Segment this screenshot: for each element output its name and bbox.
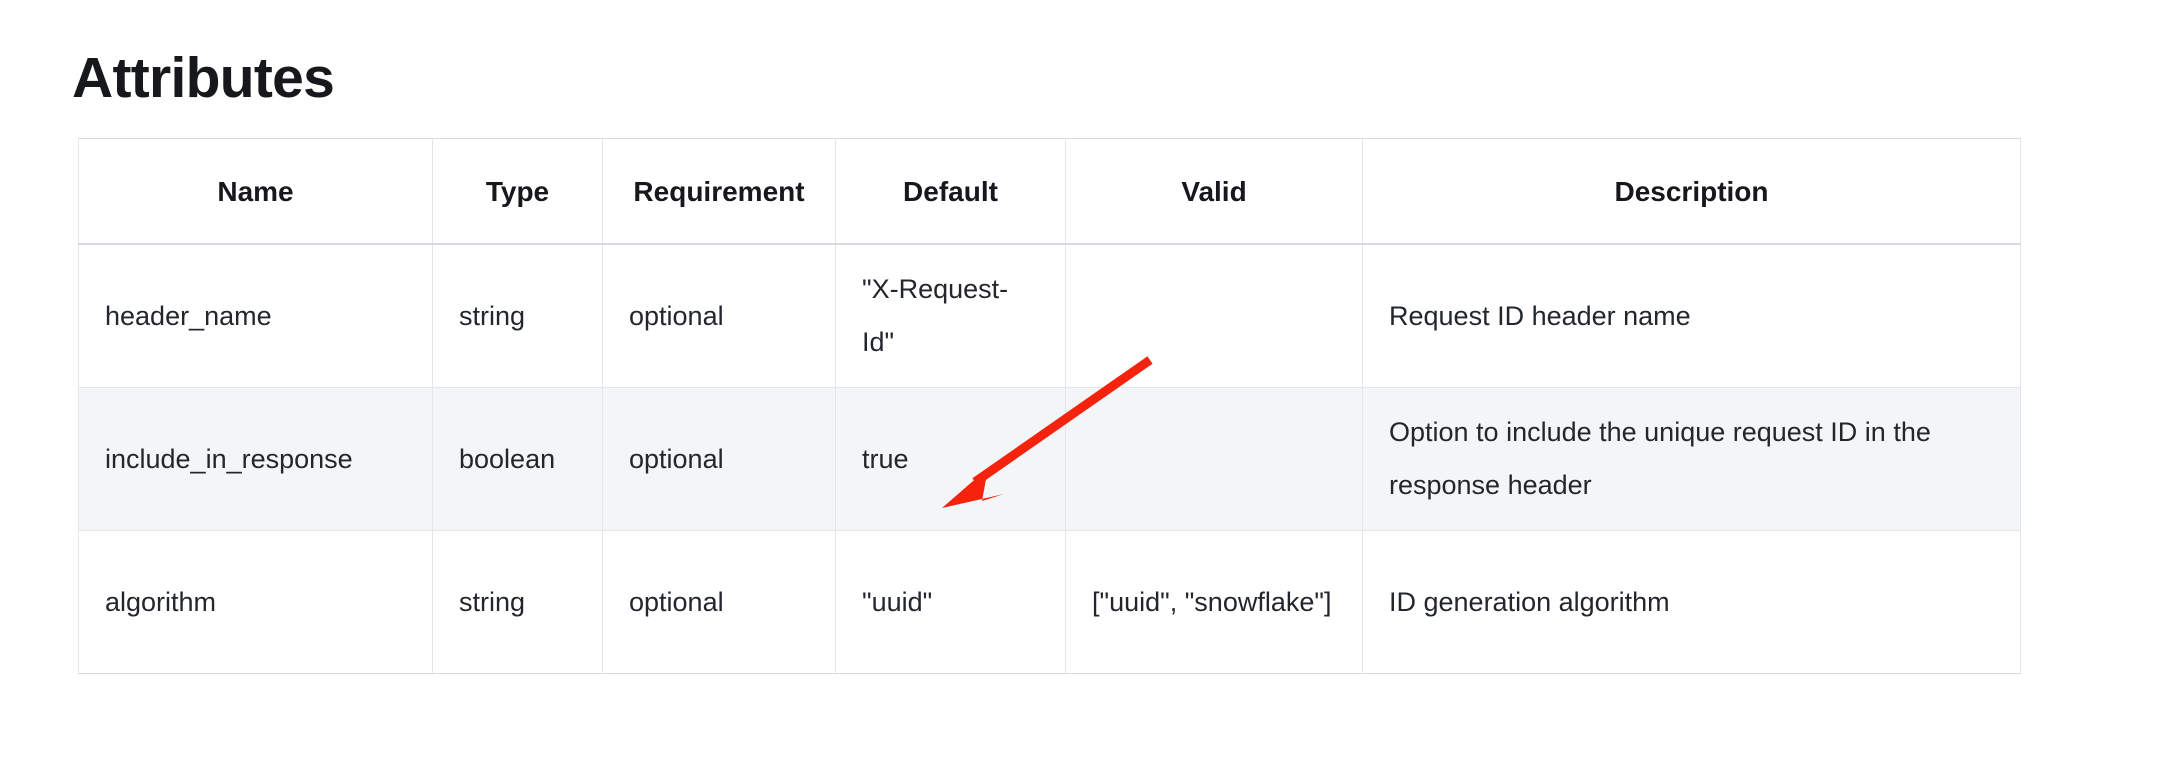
cell-text: optional — [629, 443, 724, 474]
cell-name: algorithm — [78, 530, 433, 674]
cell-valid: ["uuid", "snowflake"] — [1065, 530, 1363, 674]
column-header-valid: Valid — [1065, 138, 1363, 245]
cell-type: string — [432, 243, 603, 388]
column-header-description: Description — [1362, 138, 2021, 245]
cell-text: optional — [629, 586, 724, 617]
table-row: include_in_response boolean optional tru… — [78, 387, 2021, 531]
cell-requirement: optional — [602, 530, 836, 674]
table-body: header_name string optional "X-Request-I… — [78, 243, 2021, 674]
column-header-name: Name — [78, 138, 433, 245]
cell-type: boolean — [432, 387, 603, 531]
cell-text: string — [459, 300, 526, 331]
cell-valid — [1065, 243, 1363, 388]
cell-default: "uuid" — [835, 530, 1066, 674]
cell-text: true — [862, 443, 909, 474]
attributes-table-container: Name Type Requirement Default Valid Desc… — [78, 138, 2021, 674]
cell-text: "X-Request-Id" — [862, 274, 1009, 357]
cell-text: "uuid" — [862, 586, 933, 617]
table-header-row: Name Type Requirement Default Valid Desc… — [78, 138, 2021, 245]
cell-text: string — [459, 586, 526, 617]
cell-text: ID generation algorithm — [1389, 586, 1670, 617]
cell-description: ID generation algorithm — [1362, 530, 2021, 674]
cell-type: string — [432, 530, 603, 674]
cell-text: optional — [629, 300, 724, 331]
table-row: algorithm string optional "uuid" ["uuid"… — [78, 530, 2021, 674]
cell-text: boolean — [459, 443, 556, 474]
cell-text: include_in_response — [105, 443, 353, 474]
cell-name: include_in_response — [78, 387, 433, 531]
cell-default: "X-Request-Id" — [835, 243, 1066, 388]
cell-default: true — [835, 387, 1066, 531]
cell-text: Request ID header name — [1389, 300, 1691, 331]
page-title: Attributes — [72, 46, 335, 111]
cell-description: Option to include the unique request ID … — [1362, 387, 2021, 531]
column-header-type: Type — [432, 138, 603, 245]
table-header: Name Type Requirement Default Valid Desc… — [78, 138, 2021, 245]
cell-requirement: optional — [602, 387, 836, 531]
cell-description: Request ID header name — [1362, 243, 2021, 388]
cell-requirement: optional — [602, 243, 836, 388]
cell-valid — [1065, 387, 1363, 531]
attributes-table: Name Type Requirement Default Valid Desc… — [78, 138, 2021, 674]
column-header-default: Default — [835, 138, 1066, 245]
table-row: header_name string optional "X-Request-I… — [78, 243, 2021, 388]
cell-text: algorithm — [105, 586, 217, 617]
column-header-requirement: Requirement — [602, 138, 836, 245]
cell-text: header_name — [105, 300, 272, 331]
cell-text: Option to include the unique request ID … — [1389, 417, 1931, 500]
cell-name: header_name — [78, 243, 433, 388]
cell-text: ["uuid", "snowflake"] — [1092, 586, 1332, 617]
